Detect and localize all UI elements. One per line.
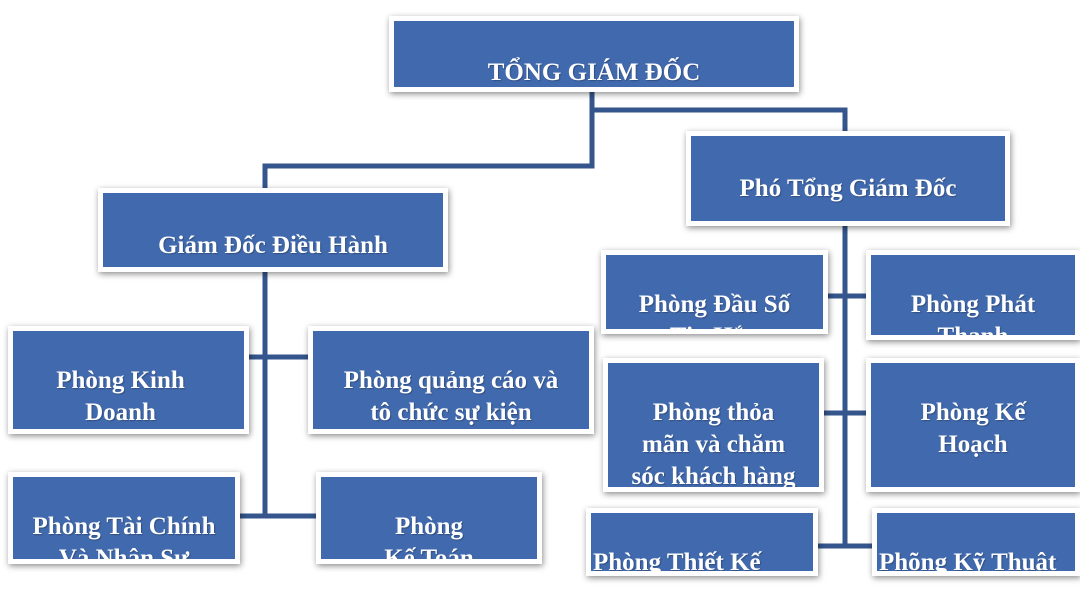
finance-hr-department-box: Phòng Tài Chính Và Nhân Sự	[8, 472, 240, 564]
ceo-title: TỔNG GIÁM ĐỐC	[487, 59, 701, 86]
broadcasting-department-box: Phòng Phát Thanh	[866, 250, 1080, 340]
technical-department-box: Phõng Kỹ Thuật	[872, 508, 1080, 576]
executive-director-box: Giám Đốc Điều Hành	[98, 188, 448, 272]
deputy-director-title: Phó Tổng Giám Đốc	[739, 175, 957, 202]
sales-department-label: Phòng Kinh Doanh	[56, 367, 185, 426]
customer-care-department-box: Phòng thỏa mãn và chăm sóc khách hàng	[603, 358, 824, 492]
sales-department-box: Phòng Kinh Doanh	[8, 326, 249, 434]
prefix-numbers-department-box: Phòng Đầu Số Tin Hắn	[601, 250, 828, 334]
planning-department-box: Phòng Kế Hoạch	[866, 358, 1080, 492]
executive-director-title: Giám Đốc Điều Hành	[158, 232, 388, 259]
deputy-director-box: Phó Tổng Giám Đốc	[686, 131, 1010, 226]
finance-hr-department-label: Phòng Tài Chính Và Nhân Sự	[32, 513, 216, 564]
accounting-department-label: Phòng Kế Toán	[384, 513, 474, 564]
technical-department-label: Phõng Kỹ Thuật	[879, 549, 1057, 576]
design-department-box: Phòng Thiết Kế	[586, 508, 818, 576]
accounting-department-box: Phòng Kế Toán	[316, 472, 542, 564]
design-department-label: Phòng Thiết Kế	[593, 549, 761, 576]
advertising-events-department-box: Phòng quảng cáo và tô chức sự kiện	[308, 326, 594, 434]
ceo-box: TỔNG GIÁM ĐỐC	[389, 16, 799, 92]
customer-care-department-label: Phòng thỏa mãn và chăm sóc khách hàng	[631, 399, 796, 490]
prefix-numbers-department-label: Phòng Đầu Số Tin Hắn	[638, 291, 791, 329]
planning-department-label: Phòng Kế Hoạch	[920, 399, 1026, 458]
broadcasting-department-label: Phòng Phát Thanh	[910, 291, 1036, 340]
advertising-events-department-label: Phòng quảng cáo và tô chức sự kiện	[343, 367, 559, 426]
